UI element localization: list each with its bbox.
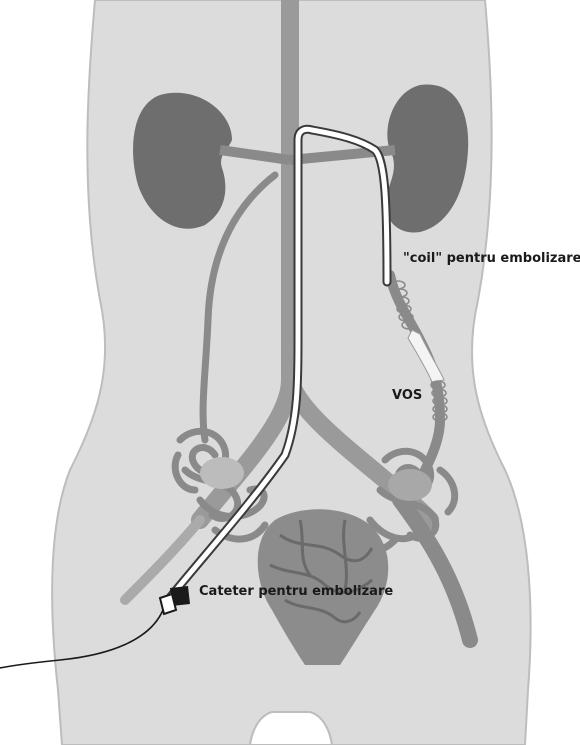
catheter-label: Cateter pentru embolizare: [199, 584, 393, 599]
coil-label: "coil" pentru embolizare: [403, 251, 580, 266]
right-ovary: [200, 457, 244, 489]
pubic-region: [250, 712, 332, 745]
left-ovary: [388, 469, 432, 501]
vos-label: VOS: [392, 388, 422, 403]
